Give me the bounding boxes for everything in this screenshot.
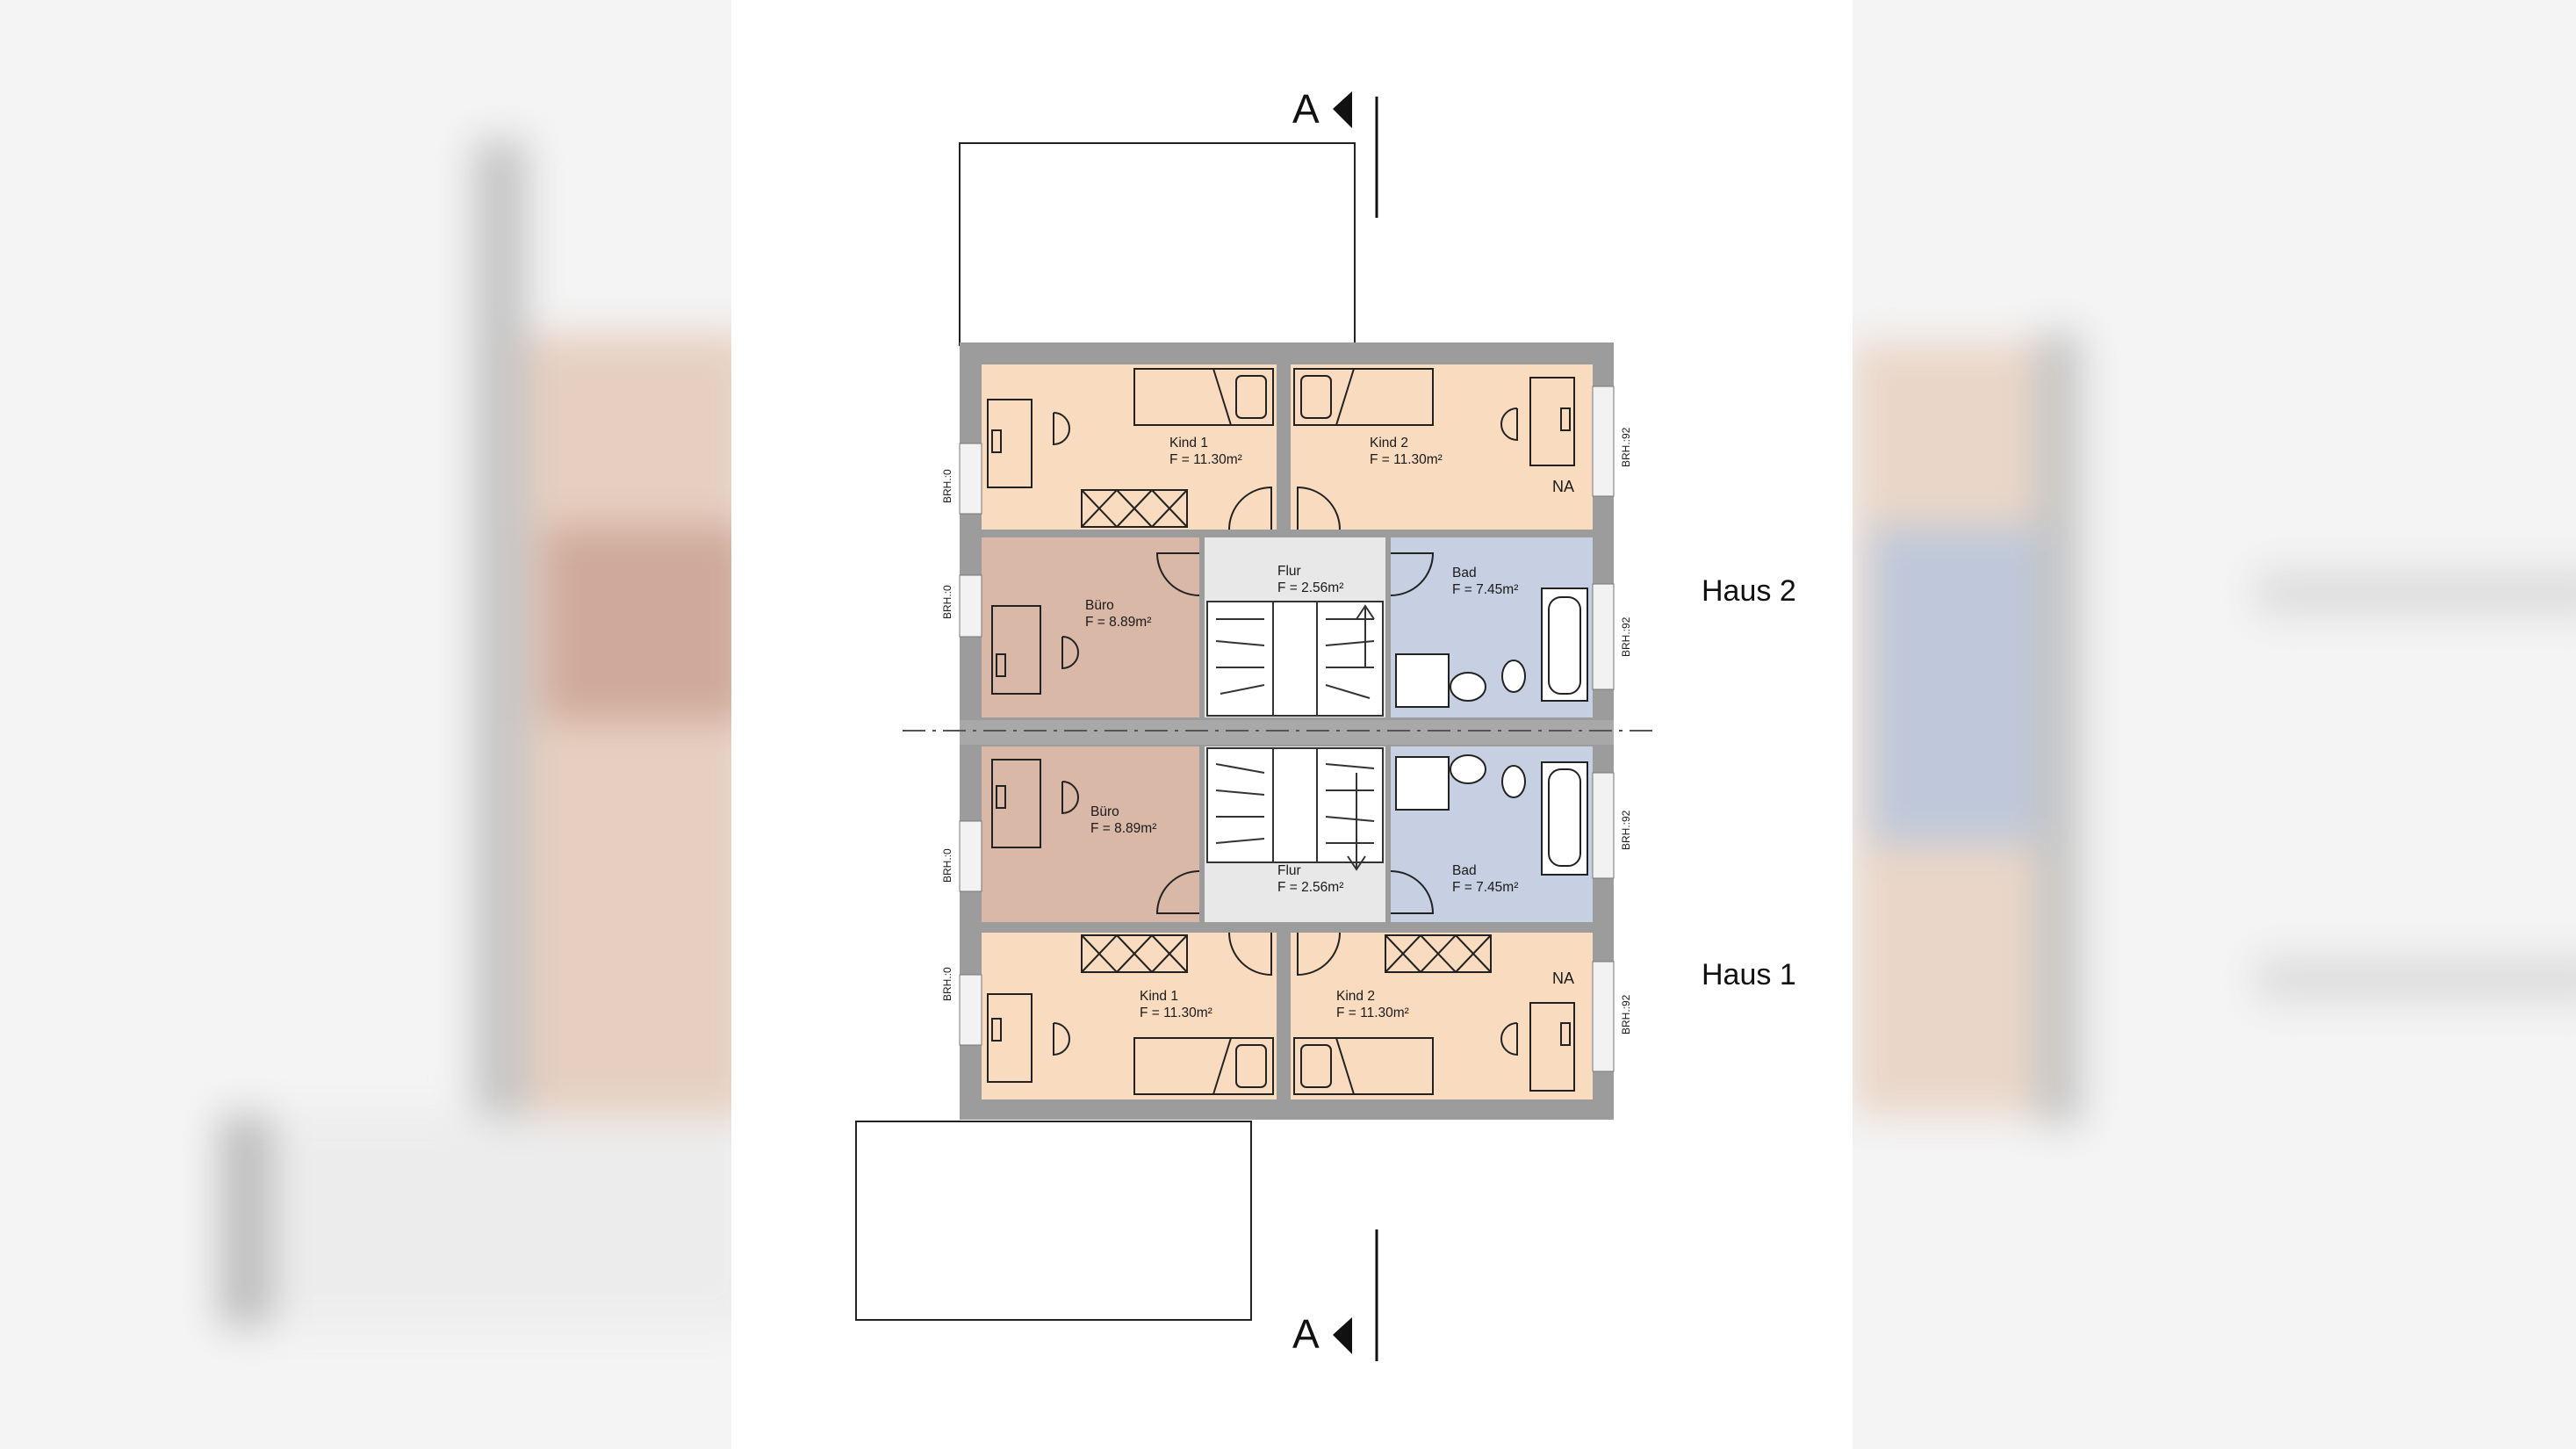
haus2-label: Haus 2 (1702, 574, 1796, 608)
flur-name-haus2: Flur (1277, 564, 1301, 579)
wardrobes (1081, 489, 1492, 973)
haus1-label: Haus 1 (1702, 958, 1796, 991)
balcony-bottom (855, 1121, 1252, 1321)
balcony-top (959, 142, 1356, 346)
kind1-area-haus1: F = 11.30m² (1140, 1006, 1212, 1020)
bad-area-haus2: F = 7.45m² (1452, 582, 1518, 597)
kind2-area-haus1: F = 11.30m² (1336, 1006, 1409, 1020)
party-wall (960, 720, 1614, 745)
beds (1133, 368, 1434, 1095)
flur-area-haus1: F = 2.56m² (1277, 880, 1343, 895)
na-label-haus1: NA (1552, 970, 1574, 987)
room-kind2-haus2 (1291, 364, 1593, 530)
section-marker-top: A (1292, 86, 1378, 218)
buero-area-haus2: F = 8.89m² (1085, 615, 1151, 630)
flur-area-haus2: F = 2.56m² (1277, 580, 1343, 595)
room-kind1-haus2 (982, 364, 1277, 530)
staircase-haus2 (1206, 601, 1384, 717)
brh-label: BRH.:0 (941, 469, 953, 503)
room-buero-haus2 (982, 537, 1199, 717)
room-kind2-haus1 (1291, 933, 1593, 1099)
bathroom-fixtures (1395, 588, 1588, 876)
section-letter-top: A (1292, 86, 1320, 132)
windows (959, 386, 1615, 1072)
kind1-name-haus1: Kind 1 (1140, 989, 1178, 1004)
buero-name-haus2: Büro (1085, 598, 1114, 613)
brh-label: BRH.:92 (1620, 616, 1632, 657)
buero-area-haus1: F = 8.89m² (1090, 821, 1156, 836)
room-kind1-haus1 (982, 933, 1277, 1099)
brh-label: BRH.:0 (941, 585, 953, 619)
blurred-background-left (0, 0, 731, 1449)
brh-label: BRH.:92 (1620, 994, 1632, 1034)
bad-area-haus1: F = 7.45m² (1452, 880, 1518, 895)
section-letter-bottom: A (1292, 1311, 1320, 1357)
kind1-area-haus2: F = 11.30m² (1169, 452, 1242, 467)
brh-label: BRH.:92 (1620, 427, 1632, 467)
bad-name-haus1: Bad (1452, 863, 1477, 878)
kind1-name-haus2: Kind 1 (1169, 436, 1208, 451)
kind2-name-haus2: Kind 2 (1370, 436, 1408, 451)
buero-name-haus1: Büro (1090, 804, 1119, 819)
kind2-name-haus1: Kind 2 (1336, 989, 1375, 1004)
kind2-area-haus2: F = 11.30m² (1370, 452, 1443, 467)
na-label-haus2: NA (1552, 478, 1574, 495)
brh-label: BRH.:92 (1620, 810, 1632, 850)
brh-label: BRH.:0 (941, 967, 953, 1001)
doors (1155, 486, 1435, 977)
staircase-haus1 (1206, 747, 1384, 871)
section-marker-bottom: A (1292, 1229, 1378, 1361)
bad-name-haus2: Bad (1452, 566, 1477, 580)
flur-name-haus1: Flur (1277, 863, 1301, 878)
desks (987, 377, 1575, 1092)
blurred-background-right (1853, 0, 2576, 1449)
brh-label: BRH.:0 (941, 848, 953, 883)
